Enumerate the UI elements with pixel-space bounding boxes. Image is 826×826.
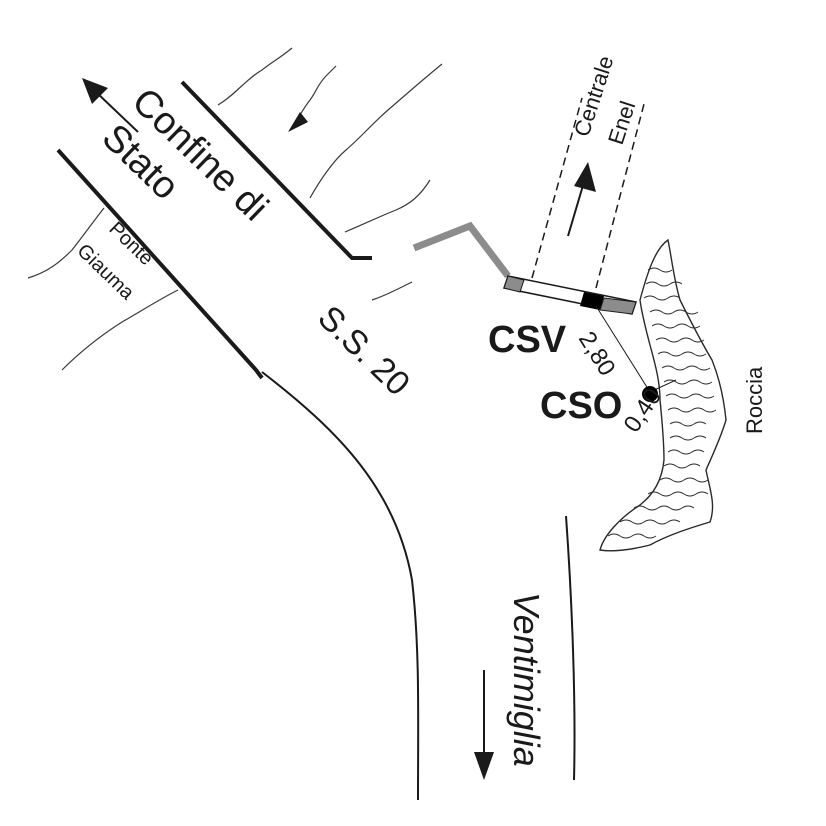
stream-line-6 [27, 207, 105, 279]
ventimiglia-label: Ventimiglia [506, 592, 547, 767]
stream-line-4 [344, 179, 431, 233]
stream-line-7 [61, 289, 179, 371]
rock-outline [599, 238, 727, 552]
stream-line-1 [217, 47, 293, 106]
arrow-up-left-icon [82, 78, 139, 133]
enel-corridor [531, 97, 645, 289]
roccia-label: Roccia [742, 366, 767, 434]
arrow-down-stream-icon [288, 112, 308, 132]
stream-line-5 [371, 281, 413, 301]
centrale-label-line2: Enel [603, 98, 640, 148]
cso-point [642, 386, 658, 402]
pipe-gray-right [599, 297, 637, 315]
pipe-gray-left [412, 221, 511, 279]
arrow-down-ventimiglia-icon [474, 670, 494, 780]
rock-hatching [599, 238, 727, 552]
stream-line-3 [309, 63, 443, 199]
valve-csv [580, 292, 604, 310]
road-edge-lower [56, 148, 264, 380]
ponte-label-line1: Ponte [105, 218, 158, 270]
arrow-up-enel-icon [567, 162, 596, 237]
road-edge-upper [180, 80, 372, 260]
road-label: S.S. 20 [310, 298, 417, 403]
road-right-edge [565, 515, 576, 781]
road-ss20 [56, 80, 576, 801]
distance-label-1: 2,80 [573, 327, 621, 381]
pipe-gray-joint [503, 275, 525, 293]
csv-label: CSV [488, 319, 567, 361]
cso-label: CSO [540, 385, 622, 427]
pipeline [412, 221, 637, 315]
road-curve [261, 371, 420, 801]
